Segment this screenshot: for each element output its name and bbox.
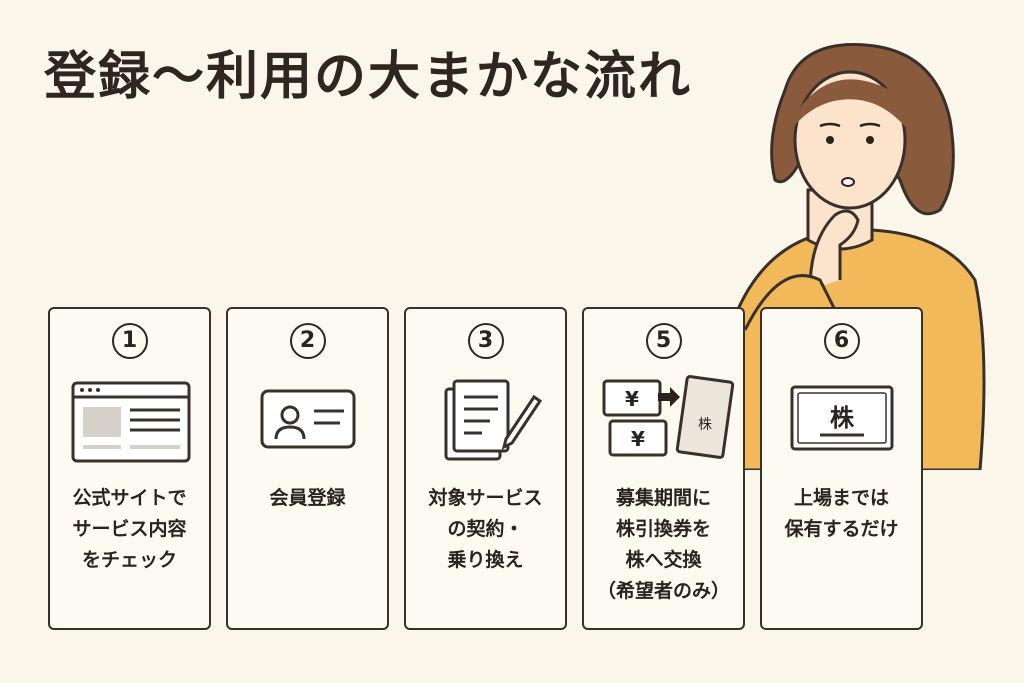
- step-card-2: 2 会員登録: [226, 307, 389, 630]
- step-description-2: 会員登録: [269, 487, 346, 509]
- yen-symbol: ¥: [631, 427, 645, 451]
- step-card-6: 6 株 上場までは 保有するだけ: [760, 307, 923, 630]
- step-description-5: 募集期間に 株引換券を 株へ交換 （希望者のみ）: [596, 487, 730, 602]
- step-description-1: 公式サイトで サービス内容 をチェック: [72, 487, 187, 571]
- stock-certificate-icon: 株: [790, 385, 894, 451]
- stock-label: 株: [830, 404, 855, 432]
- step-number-1: 1: [111, 323, 148, 359]
- step-number-2: 2: [289, 323, 326, 359]
- step-number-3: 3: [467, 323, 504, 359]
- step-description-3: 対象サービス の契約・ 乗り換え: [428, 487, 543, 571]
- website-icon: [71, 381, 191, 463]
- yen-to-stock-exchange-icon: ¥ ¥ 株: [602, 375, 735, 459]
- step-number-6: 6: [823, 323, 860, 359]
- contract-document-icon: [444, 379, 543, 461]
- step-card-3: 3 対象サービス の契約・ 乗り換え: [404, 307, 567, 630]
- member-card-icon: [260, 389, 356, 449]
- page-title: 登録〜利用の大まかな流れ: [44, 47, 693, 107]
- step-card-5: 5 ¥ ¥ 株 募集期間に 株引換券を 株へ交換 （希望者のみ）: [582, 307, 745, 630]
- step-card-1: 1 公式サイトで サービス内容 をチェック: [48, 307, 211, 630]
- yen-symbol: ¥: [625, 387, 639, 411]
- step-number-5: 5: [645, 323, 682, 359]
- stock-label: 株: [698, 417, 712, 433]
- step-description-6: 上場までは 保有するだけ: [784, 487, 899, 540]
